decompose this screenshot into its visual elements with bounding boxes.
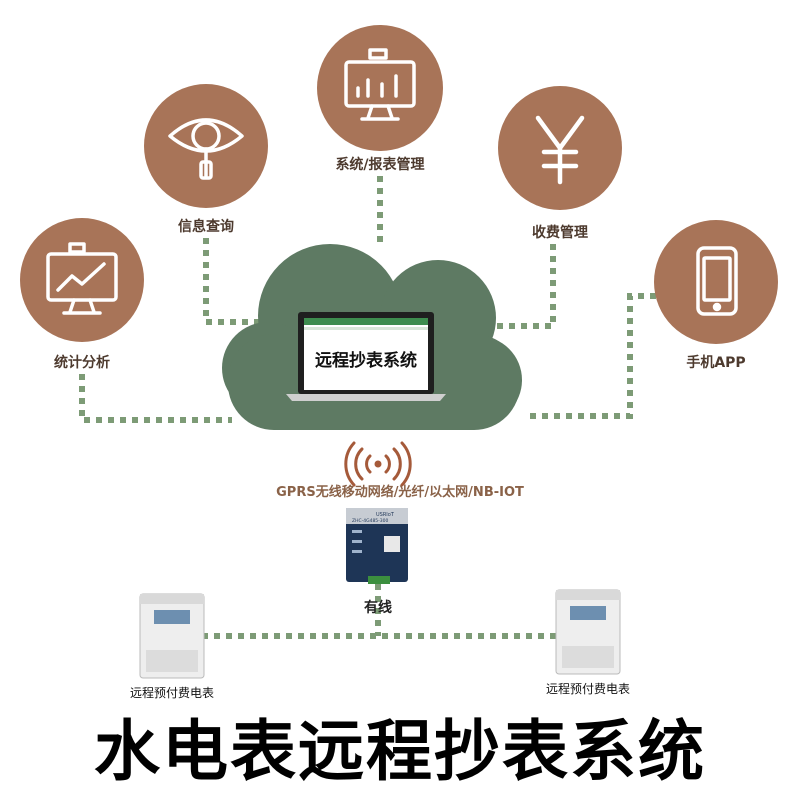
laptop (286, 312, 446, 401)
page-title: 水电表远程抄表系统 (94, 713, 706, 790)
meter-left (139, 593, 205, 679)
gateway-model: ZHC-4G485-300 (352, 518, 389, 524)
cloud-screen-title: 远程抄表系统 (315, 351, 417, 371)
dashboard-monitor-icon (344, 48, 416, 121)
node-label-system: 系统/报表管理 (335, 157, 425, 173)
node-label-query: 信息查询 (178, 219, 234, 235)
connector-billing (478, 244, 556, 329)
gateway-label: 有线 (364, 600, 392, 616)
meter-label-right: 远程预付费电表 (545, 682, 631, 696)
eye-magnifier-icon (168, 118, 244, 180)
network-label: GPRS无线移动网络/光纤/以太网/NB-IOT (276, 485, 524, 500)
connector-query (203, 238, 262, 325)
connector-mobile (526, 293, 668, 419)
chart-monitor-icon (46, 242, 118, 315)
node-label-billing: 收费管理 (532, 225, 588, 241)
gateway-device: USRIoT ZHC-4G485-300 (346, 508, 408, 584)
node-circle-mobile (654, 220, 778, 344)
connectors (79, 176, 668, 639)
meter-label-left: 远程预付费电表 (129, 686, 215, 700)
wireless-signal-icon (344, 441, 412, 487)
node-circle-query (144, 84, 268, 208)
node-circle-system (317, 25, 443, 151)
yen-icon (535, 115, 585, 185)
node-label-mobile: 手机APP (686, 355, 746, 371)
node-label-stats: 统计分析 (54, 355, 110, 371)
node-circle-stats (20, 218, 144, 342)
connector-stats (79, 374, 232, 423)
meter-right (555, 589, 621, 675)
phone-icon (696, 246, 738, 316)
gateway-brand: USRIoT (376, 512, 395, 518)
